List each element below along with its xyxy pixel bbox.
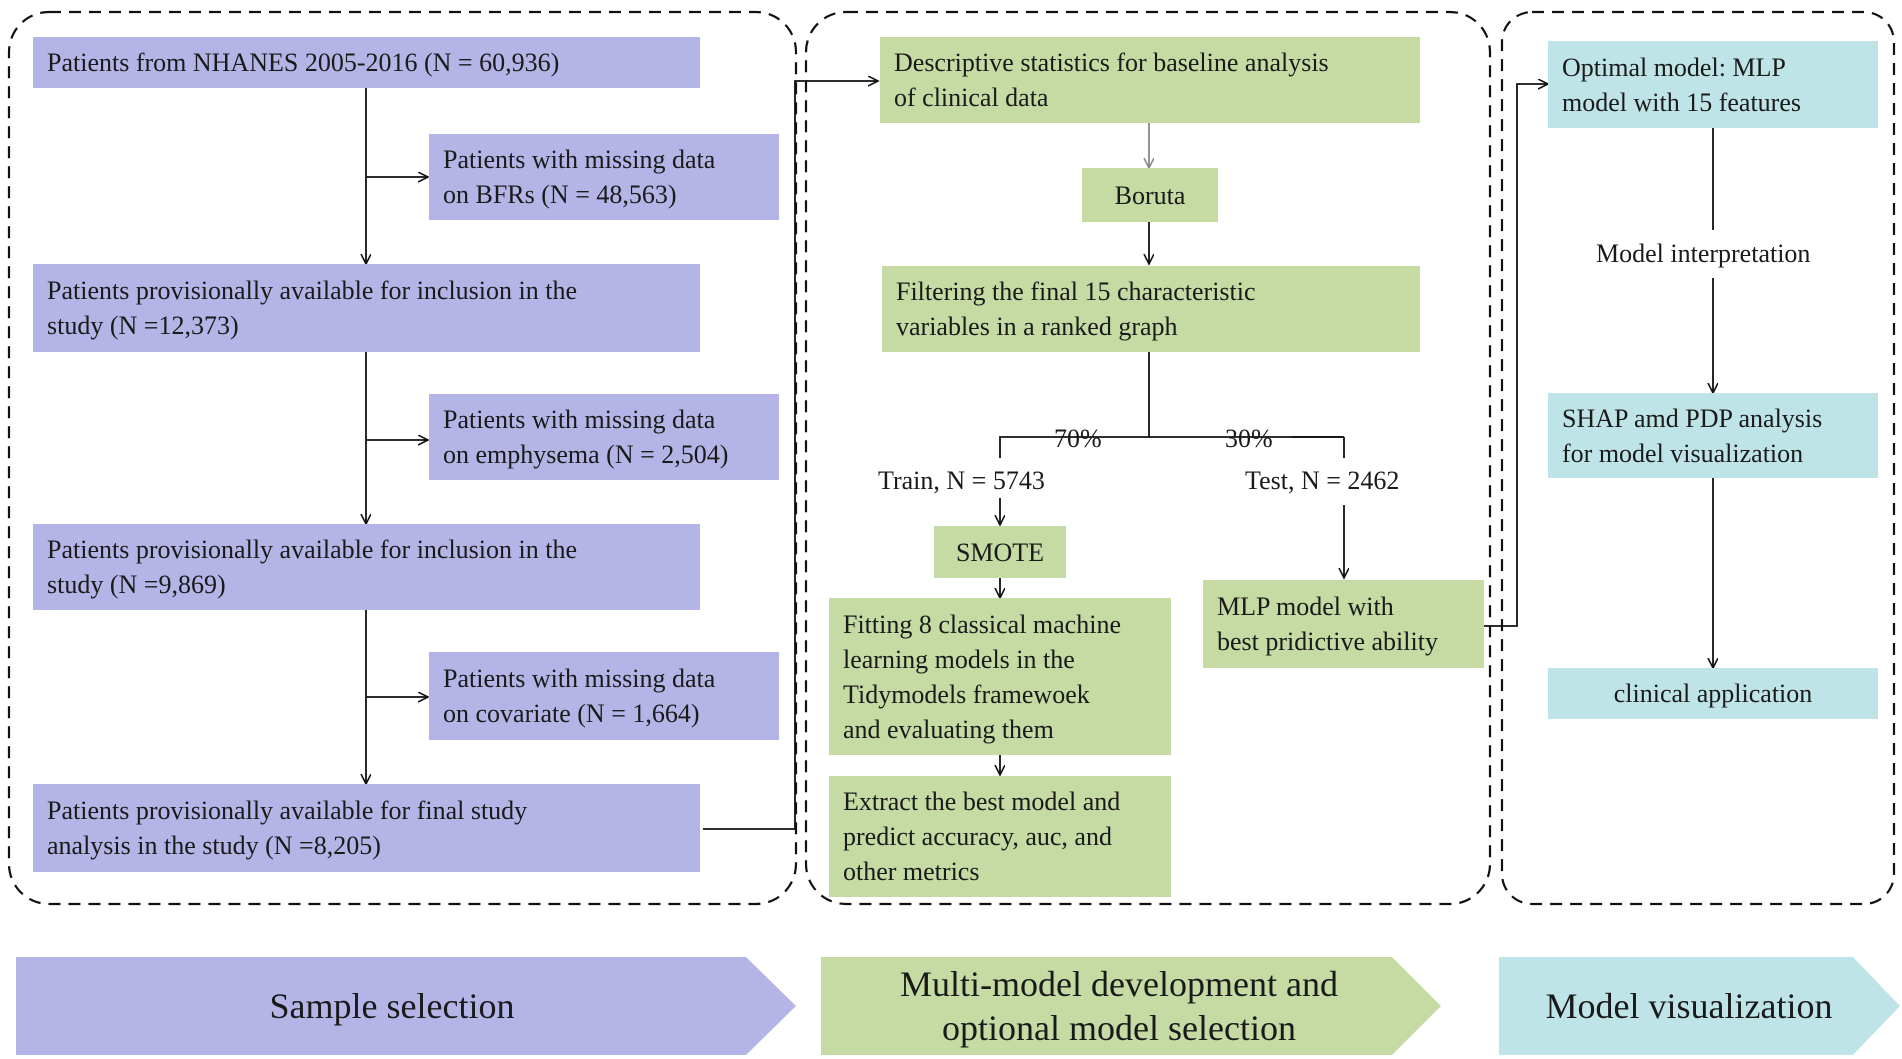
box-missing-covariate: Patients with missing data on covariate …: [429, 652, 779, 740]
box-mlp-best: MLP model with best pridictive ability: [1203, 580, 1484, 668]
box-filtering-variables: Filtering the final 15 characteristic va…: [882, 266, 1420, 352]
box-nhanes-patients: Patients from NHANES 2005-2016 (N = 60,9…: [33, 37, 700, 88]
model-panel: [804, 10, 1492, 906]
banner-sample-selection: Sample selection: [269, 986, 515, 1026]
banner-sample-arrow: [16, 957, 796, 1055]
banner-model-visualization: Model visualization: [1545, 986, 1833, 1026]
box-boruta: Boruta: [1082, 168, 1218, 222]
label-model-interpretation: Model interpretation: [1596, 239, 1811, 268]
sample-panel: [7, 10, 798, 906]
label-test-n: Test, N = 2462: [1245, 466, 1400, 495]
box-available-9869: Patients provisionally available for inc…: [33, 524, 700, 610]
box-missing-emphysema: Patients with missing data on emphysema …: [429, 394, 779, 480]
box-descriptive-statistics: Descriptive statistics for baseline anal…: [880, 37, 1420, 123]
box-final-8205: Patients provisionally available for fin…: [33, 784, 700, 872]
visual-panel: [1500, 10, 1896, 906]
box-optimal-model: Optimal model: MLP model with 15 feature…: [1548, 41, 1878, 128]
banner-multi-model: Multi-model development and optional mod…: [900, 964, 1338, 1048]
banner-model-arrow: [821, 957, 1441, 1055]
box-available-12373: Patients provisionally available for inc…: [33, 264, 700, 352]
box-shap-pdp: SHAP amd PDP analysis for model visualiz…: [1548, 393, 1878, 478]
box-smote: SMOTE: [934, 526, 1066, 578]
box-clinical-application: clinical application: [1548, 668, 1878, 719]
banner-visual-arrow: [1499, 957, 1900, 1055]
box-fitting-models: Fitting 8 classical machine learning mod…: [829, 598, 1171, 755]
box-missing-bfrs: Patients with missing data on BFRs (N = …: [429, 134, 779, 220]
label-train-pct: 70%: [1054, 424, 1102, 453]
box-extract-best-model: Extract the best model and predict accur…: [829, 776, 1171, 897]
label-test-pct: 30%: [1225, 424, 1273, 453]
label-train-n: Train, N = 5743: [878, 466, 1045, 495]
